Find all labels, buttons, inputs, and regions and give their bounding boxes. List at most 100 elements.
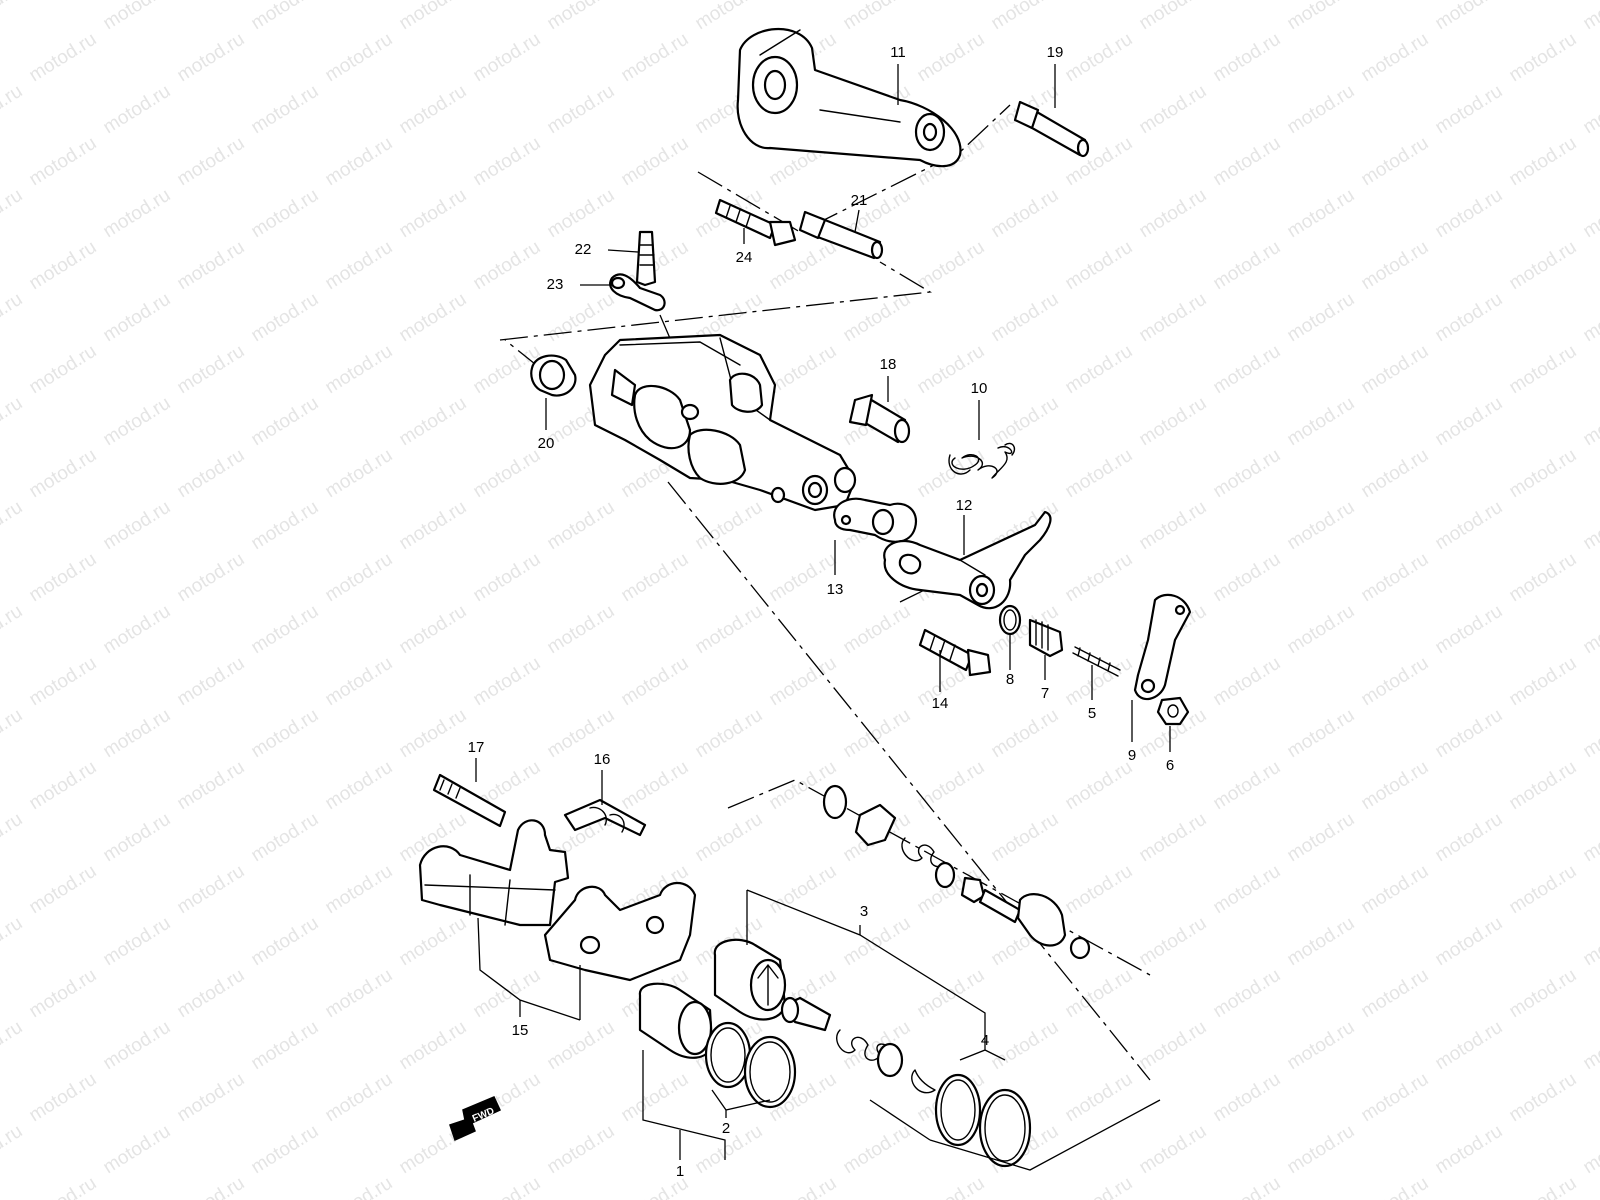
piston-part-1 [638,982,714,1059]
pin-part-18 [848,393,911,444]
callout-10: 10 [971,380,988,397]
watermark-text: motod.ru [1284,185,1359,243]
watermark-text: motod.ru [470,133,545,191]
callout-21: 21 [851,192,868,209]
watermark-text: motod.ru [322,861,397,919]
watermark-text: motod.ru [26,237,101,295]
watermark-text: motod.ru [1358,341,1433,399]
watermark-text: motod.ru [322,653,397,711]
watermark-text: motod.ru [0,1017,26,1075]
watermark-text: motod.ru [470,965,545,1023]
watermark-text: motod.ru [322,445,397,503]
callout-15: 15 [512,1022,529,1039]
watermark-text: motod.ru [26,29,101,87]
callout-1: 1 [676,1163,684,1180]
watermark-text: motod.ru [248,497,323,555]
watermark-text: motod.ru [544,0,619,34]
callout-24: 24 [736,249,753,266]
watermark-text: motod.ru [544,185,619,243]
watermark-text: motod.ru [26,757,101,815]
bolt-part-24 [714,198,797,247]
watermark-text: motod.ru [618,1069,693,1127]
watermark-text: motod.ru [1506,653,1581,711]
watermark-text: motod.ru [100,809,175,867]
watermark-text: motod.ru [100,497,175,555]
watermark-text: motod.ru [174,133,249,191]
watermark-text: motod.ru [26,1173,101,1200]
watermark-text: motod.ru [988,809,1063,867]
watermark-text: motod.ru [396,289,471,347]
watermark-text: motod.ru [1580,393,1600,451]
watermark-text: motod.ru [1136,1121,1211,1179]
watermark-text: motod.ru [396,185,471,243]
bleeder-part-22 [635,230,657,287]
watermark-text: motod.ru [1136,81,1211,139]
watermark-text: motod.ru [1284,601,1359,659]
watermark-text: motod.ru [1062,29,1137,87]
watermark-text: motod.ru [618,133,693,191]
callout-23: 23 [547,276,564,293]
watermark-text: motod.ru [988,289,1063,347]
watermark-text: motod.ru [1432,601,1507,659]
callout-18: 18 [880,356,897,373]
watermark-text: motod.ru [840,1017,915,1075]
watermark-text: motod.ru [26,653,101,711]
arm-part-9 [1133,593,1192,701]
watermark-text: motod.ru [174,861,249,919]
watermark-text: motod.ru [1062,965,1137,1023]
watermark-text: motod.ru [100,185,175,243]
watermark-text: motod.ru [0,289,26,347]
pad-part-15 [418,819,697,982]
watermark-text: motod.ru [100,705,175,763]
watermark-text: motod.ru [1136,1017,1211,1075]
caliper-body [588,333,857,512]
watermark-text: motod.ru [1284,289,1359,347]
watermark-text: motod.ru [396,0,471,34]
watermark-text: motod.ru [1062,445,1137,503]
watermark-text: motod.ru [1210,757,1285,815]
watermark-text: motod.ru [618,653,693,711]
bracket-part-11 [736,27,962,168]
watermark-text: motod.ru [618,549,693,607]
watermark-text: motod.ru [766,1173,841,1200]
watermark-text: motod.ru [1358,653,1433,711]
oring-part-8 [998,604,1022,636]
watermark-text: motod.ru [248,601,323,659]
watermark-text: motod.ru [248,0,323,34]
watermark-text: motod.ru [174,1069,249,1127]
watermark-text: motod.ru [1580,1017,1600,1075]
watermark-text: motod.ru [100,289,175,347]
leader-lines [475,64,1171,1171]
watermark-text: motod.ru [1358,237,1433,295]
watermark-text: motod.ru [322,341,397,399]
watermark-text: motod.ru [544,1121,619,1179]
watermark-text: motod.ru [174,1173,249,1200]
pin-part-17 [432,773,507,828]
watermark-text: motod.ru [396,393,471,451]
watermark-text: motod.ru [988,185,1063,243]
lever-part-12 [883,510,1052,610]
watermark-text: motod.ru [692,0,767,34]
callout-5: 5 [1088,705,1096,722]
watermark-text: motod.ru [988,705,1063,763]
watermark-text: motod.ru [1432,913,1507,971]
watermark-text: motod.ru [1136,497,1211,555]
watermark-text: motod.ru [0,913,26,971]
watermark-text: motod.ru [1136,289,1211,347]
watermark-text: motod.ru [248,705,323,763]
watermark-text: motod.ru [1136,913,1211,971]
callout-13: 13 [827,581,844,598]
watermark-text: motod.ru [248,1121,323,1179]
watermark-text: motod.ru [1580,497,1600,555]
watermark-text: motod.ru [1358,29,1433,87]
watermark-text: motod.ru [0,809,26,867]
watermark-text: motod.ru [618,757,693,815]
watermark-text: motod.ru [1062,237,1137,295]
watermark-text: motod.ru [0,393,26,451]
callout-17: 17 [468,739,485,756]
watermark-text: motod.ru [1284,1121,1359,1179]
watermark-text: motod.ru [914,445,989,503]
watermark-text: motod.ru [100,913,175,971]
watermark-text: motod.ru [1358,133,1433,191]
watermark-text: motod.ru [396,497,471,555]
